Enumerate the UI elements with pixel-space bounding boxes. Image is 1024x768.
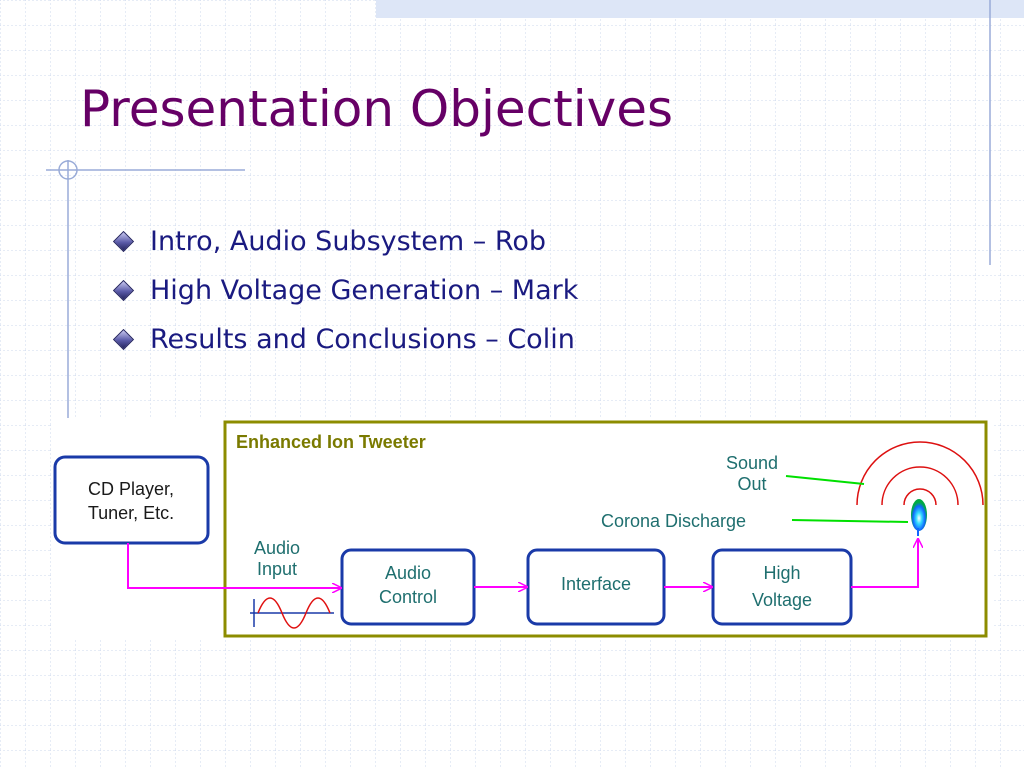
- sound-out-callout-line: [785, 475, 865, 485]
- slide-title: Presentation Objectives: [80, 80, 674, 138]
- sound-out-label-line2: Out: [737, 474, 766, 494]
- high-voltage-box: [711, 548, 853, 626]
- objective-text: Results and Conclusions – Colin: [150, 324, 575, 355]
- objective-text: Intro, Audio Subsystem – Rob: [150, 226, 547, 257]
- objective-item: High Voltage Generation – Mark: [112, 271, 578, 320]
- diamond-bullet-icon: [112, 328, 135, 351]
- panel-title: Enhanced Ion Tweeter: [236, 432, 426, 452]
- sound-wave-icon: [856, 441, 984, 506]
- objective-text: High Voltage Generation – Mark: [150, 275, 579, 306]
- audio-input-label-line2: Input: [257, 559, 297, 579]
- audio-control-label-line2: Control: [379, 587, 437, 607]
- source-box: [53, 455, 210, 545]
- objective-item: Results and Conclusions – Colin: [112, 320, 578, 369]
- sound-out-label-line1: Sound: [726, 453, 778, 473]
- audio-control-label-line1: Audio: [385, 563, 431, 583]
- high-voltage-label-line1: High: [763, 563, 800, 583]
- high-voltage-label-line2: Voltage: [752, 590, 812, 610]
- rule-corner-circle: [58, 160, 78, 180]
- objective-item: Intro, Audio Subsystem – Rob: [112, 222, 578, 271]
- top-decor-band: [376, 0, 1024, 18]
- corona-discharge-callout-line: [791, 519, 909, 523]
- audio-input-label-line1: Audio: [254, 538, 300, 558]
- source-label-line2: Tuner, Etc.: [88, 503, 174, 523]
- sine-wave-icon: [250, 597, 334, 629]
- corona-discharge-label: Corona Discharge: [601, 511, 746, 531]
- corona-discharge-icon: [911, 499, 927, 536]
- diamond-bullet-icon: [112, 230, 135, 253]
- high-voltage-to-emitter-arrow: [851, 539, 918, 588]
- ion-tweeter-block-diagram: Enhanced Ion Tweeter CD Player, Tuner, E…: [52, 418, 992, 640]
- source-label-line1: CD Player,: [88, 479, 174, 499]
- objectives-list: Intro, Audio Subsystem – Rob High Voltag…: [112, 222, 578, 369]
- source-to-audio-control-arrow: [127, 543, 341, 588]
- diamond-bullet-icon: [112, 279, 135, 302]
- interface-label: Interface: [561, 574, 631, 594]
